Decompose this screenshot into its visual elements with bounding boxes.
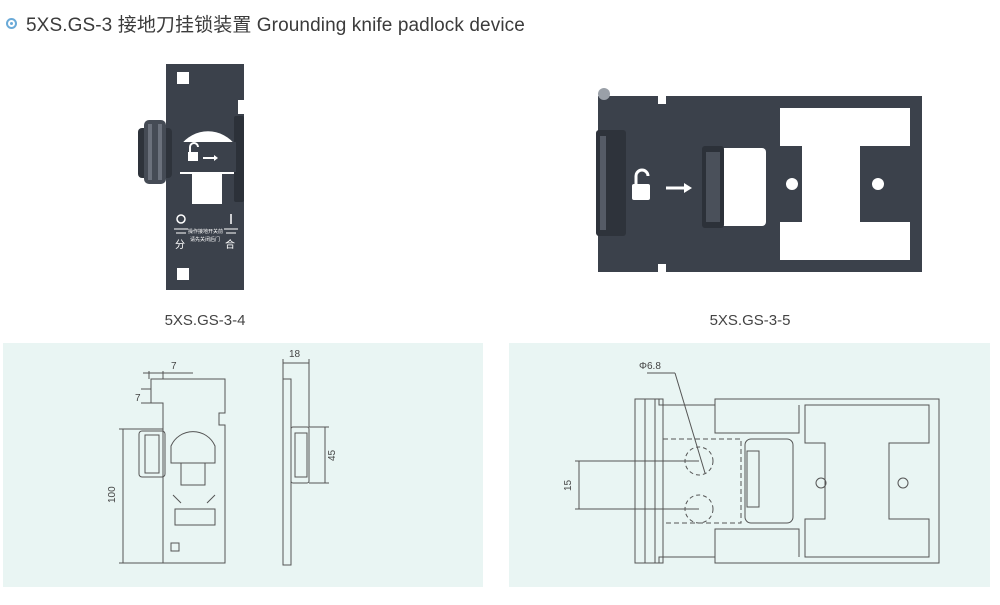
technical-drawing-gs-3-5: Φ6.8 15 [509,343,990,587]
product-photo-gs-3-5 [580,80,925,280]
product-photo-gs-3-4: 操作接地开关前 请先关闭后门 分 合 [130,58,260,298]
caption-gs-3-4: 5XS.GS-3-4 [164,312,246,329]
dim-depth: 18 [289,349,301,360]
circle-bullet-icon [6,17,17,29]
caption-gs-3-5: 5XS.GS-3-5 [709,312,791,329]
open-label: 分 [175,239,185,251]
warning-label-line2: 请先关闭后门 [190,236,220,243]
dim-height: 100 [107,486,118,503]
warning-label-line1: 操作接地开关前 [188,228,223,235]
technical-drawing-gs-3-4: 7 7 100 18 45 [3,343,483,587]
section-header: 5XS.GS-3 接地刀挂锁装置 Grounding knife padlock… [6,10,525,36]
dim-side-height: 45 [327,449,338,461]
dim-top: 7 [171,361,177,372]
dim-width: 15 [563,479,574,491]
dim-side: 7 [135,393,141,404]
section-title: 5XS.GS-3 接地刀挂锁装置 Grounding knife padlock… [26,14,525,36]
dim-hole: Φ6.8 [639,361,661,372]
close-label: 合 [225,238,235,251]
